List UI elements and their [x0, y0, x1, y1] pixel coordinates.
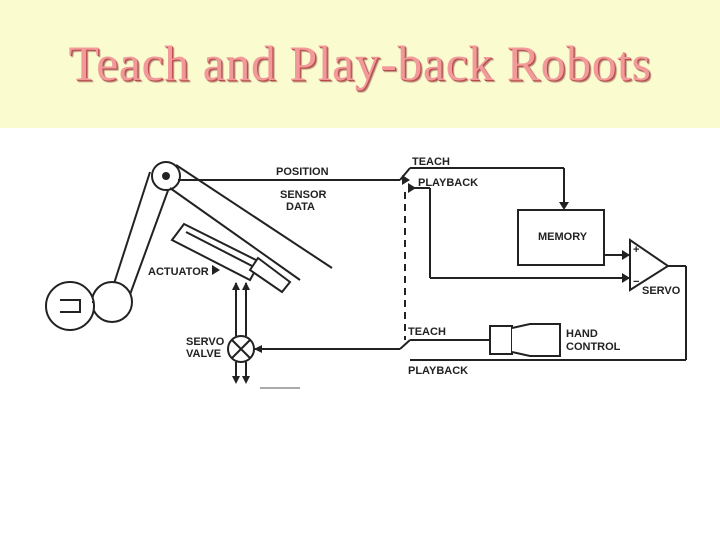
robot-arm	[45, 161, 333, 331]
slide-title: Teach and Play-back Robots	[68, 35, 652, 91]
signal-lines	[178, 167, 687, 382]
teach-top-label: TEACH	[412, 156, 450, 168]
plus-sign: +	[633, 244, 639, 256]
position-label: POSITION	[276, 166, 329, 178]
sensor-label: SENSOR	[280, 189, 327, 201]
memory-label: MEMORY	[538, 231, 588, 243]
arrowheads	[212, 175, 630, 384]
servo-valve-label-2: VALVE	[186, 348, 221, 360]
data-label: DATA	[286, 201, 315, 213]
playback-bottom-label: PLAYBACK	[408, 365, 468, 377]
servo-label: SERVO	[642, 285, 681, 297]
minus-sign: −	[633, 276, 639, 288]
servo-valve	[227, 335, 255, 363]
actuator-label: ACTUATOR	[148, 266, 209, 278]
title-band	[0, 0, 720, 128]
playback-top-label: PLAYBACK	[418, 177, 478, 189]
hand-control-label-1: HAND	[566, 328, 598, 340]
hand-control-label-2: CONTROL	[566, 341, 621, 353]
teach-bottom-label: TEACH	[408, 326, 446, 338]
servo-valve-label-1: SERVO	[186, 336, 225, 348]
